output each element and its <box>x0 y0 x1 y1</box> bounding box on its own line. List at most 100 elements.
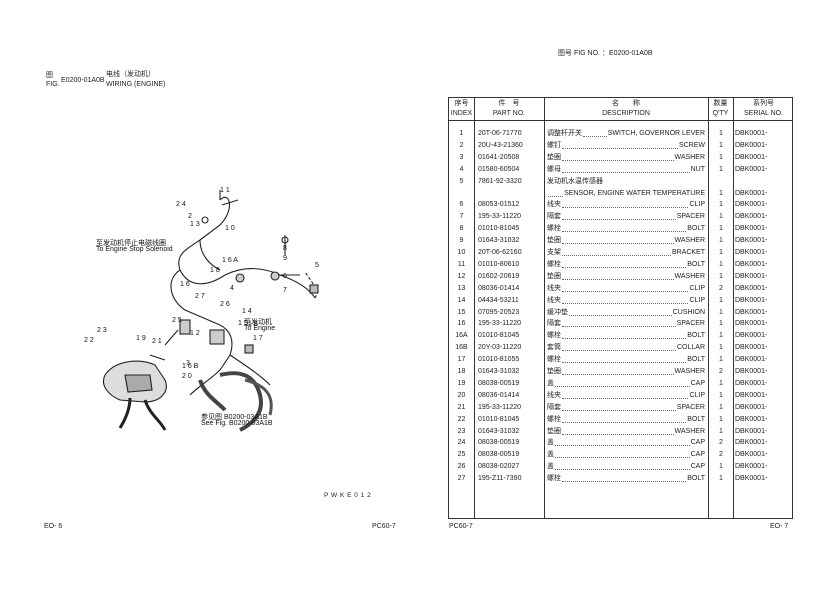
header-serial-en: SERIAL NO. <box>743 110 784 117</box>
cell-serial: DBK0001- <box>735 427 768 435</box>
leader-dots <box>562 283 689 292</box>
description-zh: 发动机水温传感器 <box>547 177 603 185</box>
svg-text:9: 9 <box>283 255 287 262</box>
callout-engine-zh: 至发动机 <box>244 319 272 326</box>
cell-serial: DBK0001- <box>735 308 768 316</box>
description-en: SCREW <box>678 141 705 149</box>
svg-text:1 6: 1 6 <box>180 281 190 288</box>
svg-text:1 2: 1 2 <box>190 330 200 337</box>
cell-part-no: 08036-01414 <box>478 391 520 399</box>
cell-index: 16 <box>457 320 466 328</box>
svg-text:2 1: 2 1 <box>152 338 162 345</box>
cell-qty: 1 <box>719 415 723 423</box>
cell-serial: DBK0001- <box>735 225 768 233</box>
svg-text:5: 5 <box>315 262 319 269</box>
description-en: CAP <box>690 439 705 447</box>
svg-text:7: 7 <box>283 287 287 294</box>
description-en: CAP <box>690 451 705 459</box>
cell-index: 24 <box>457 439 466 447</box>
footer-page-right: EO- 7 <box>770 523 789 530</box>
leader-dots <box>562 354 687 364</box>
leader-dots <box>562 366 674 375</box>
cell-qty: 1 <box>719 463 723 471</box>
cell-qty: 1 <box>719 391 723 399</box>
cell-serial: DBK0001- <box>735 284 768 292</box>
header-qty-en: Q'TY <box>712 110 729 117</box>
cell-part-no: 20Y-03-11220 <box>478 344 522 352</box>
cell-qty: 2 <box>719 451 723 459</box>
cell-serial: DBK0001- <box>735 403 768 411</box>
cell-serial: DBK0001- <box>735 237 768 245</box>
header-qty-zh: 数量 <box>713 100 728 107</box>
cell-serial: DBK0001- <box>735 249 768 256</box>
header-part-zh: 件 号 <box>498 100 520 107</box>
svg-text:2 2: 2 2 <box>84 337 94 344</box>
cell-index: 6 <box>459 201 464 209</box>
title-en: WIRING (ENGINE) <box>106 81 166 88</box>
cell-part-no: 20T-06-71770 <box>478 130 522 137</box>
cell-qty: 1 <box>719 403 723 411</box>
cell-qty: 1 <box>719 475 723 483</box>
cell-index: 5 <box>459 177 464 185</box>
cell-part-no: 08036-01414 <box>478 284 520 292</box>
description-zh: 螺栓 <box>547 415 561 423</box>
cell-qty: 1 <box>719 130 723 137</box>
cell-qty: 1 <box>719 356 723 364</box>
leader-dots <box>583 128 607 137</box>
cell-serial: DBK0001- <box>735 153 768 161</box>
description-zh: 垫圈 <box>547 427 561 435</box>
cell-index: 9 <box>459 237 464 245</box>
svg-text:1 9: 1 9 <box>136 335 146 342</box>
svg-text:2 3: 2 3 <box>97 327 107 334</box>
leader-dots <box>562 402 676 411</box>
svg-text:2 4: 2 4 <box>176 201 186 208</box>
leader-dots <box>562 164 690 173</box>
description-en: CLIP <box>689 201 705 209</box>
leader-dots <box>569 307 672 316</box>
callout-engine-en: To Engine <box>244 325 276 332</box>
cell-qty: 1 <box>719 189 723 197</box>
cell-serial: DBK0001- <box>735 344 768 352</box>
description-en: SPACER <box>676 213 705 221</box>
cell-serial: DBK0001- <box>735 475 768 483</box>
svg-text:1 6 A: 1 6 A <box>222 257 238 264</box>
cell-part-no: 195-33-11220 <box>478 213 522 221</box>
description-en: WASHER <box>674 272 705 280</box>
description-en: CLIP <box>689 391 705 399</box>
description-en: WASHER <box>674 368 705 375</box>
svg-text:4: 4 <box>230 285 234 292</box>
description-en: SENSOR, ENGINE WATER TEMPERATURE <box>564 189 705 197</box>
cell-part-no: 01643-31032 <box>478 368 520 375</box>
cell-index: 15 <box>457 308 466 316</box>
description-zh: 螺栓 <box>547 332 561 340</box>
cell-serial: DBK0001- <box>735 368 768 375</box>
cell-index: 7 <box>459 213 464 221</box>
svg-text:2 7: 2 7 <box>195 293 205 300</box>
cell-index: 27 <box>457 475 466 483</box>
cell-qty: 1 <box>719 237 723 245</box>
cell-index: 16A <box>455 332 468 340</box>
description-zh: 垫圈 <box>547 153 561 161</box>
cell-part-no: 08038-02027 <box>478 463 520 471</box>
description-en: CAP <box>690 379 705 387</box>
cell-qty: 2 <box>719 368 723 375</box>
